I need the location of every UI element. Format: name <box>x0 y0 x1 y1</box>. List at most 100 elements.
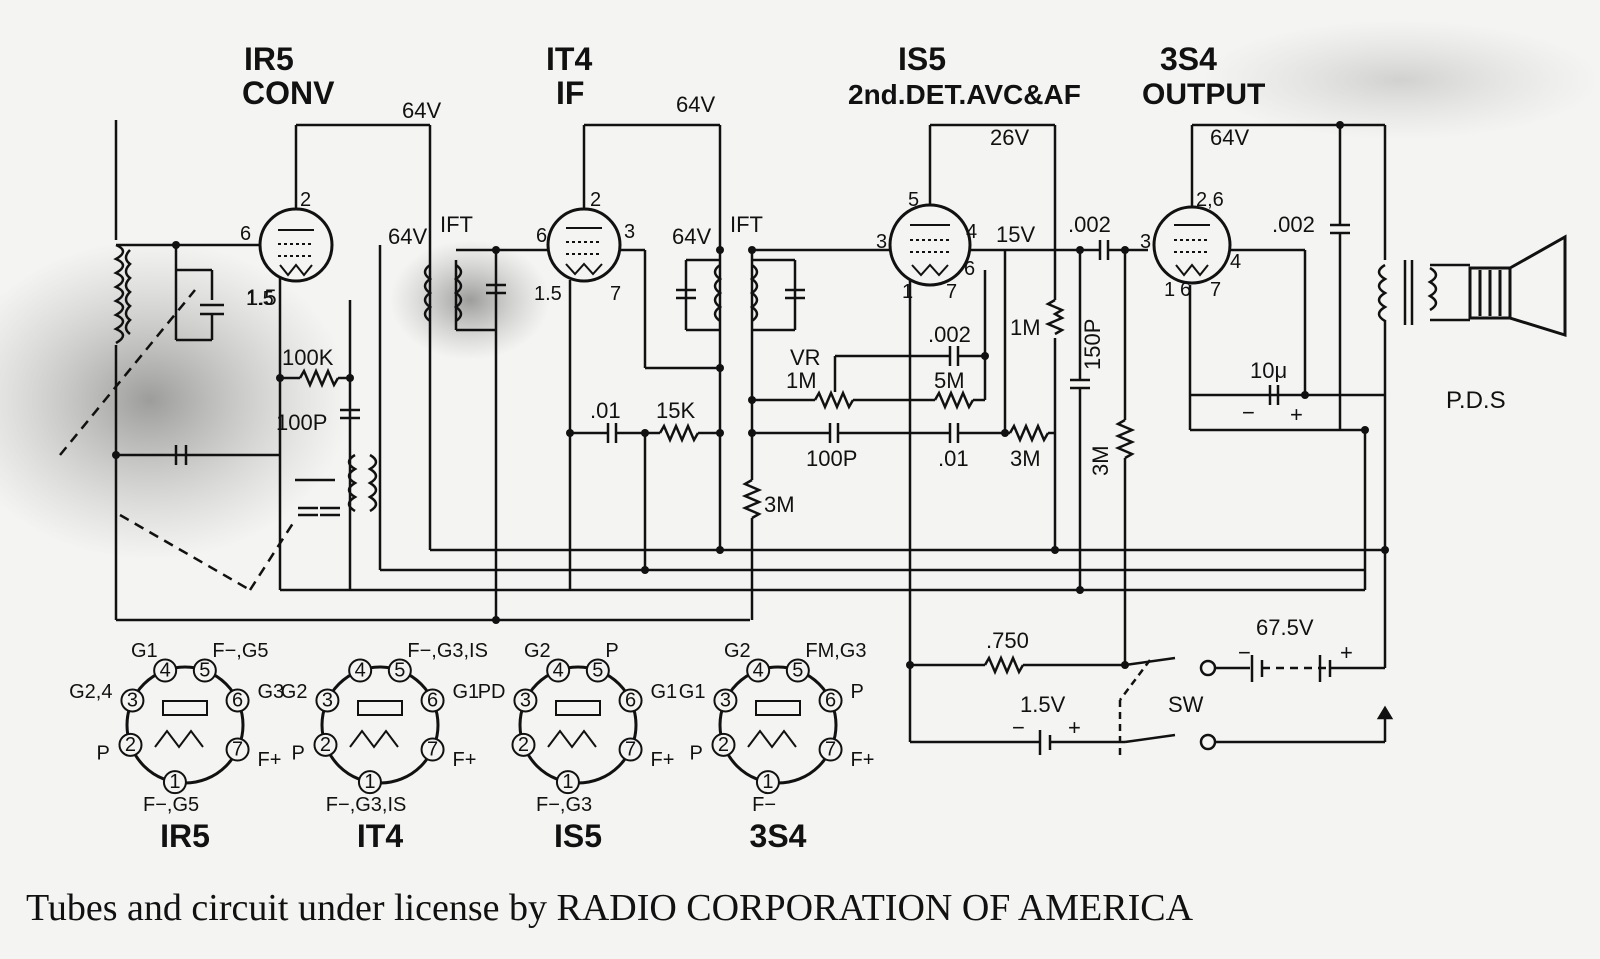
polarity-minus: − <box>1012 715 1025 740</box>
voltage-label: 15V <box>996 222 1035 247</box>
base-outline <box>718 665 838 785</box>
switch-label: SW <box>1168 692 1204 717</box>
base-pin-label: G1 <box>679 681 706 703</box>
pin-number: 6 <box>1180 279 1191 301</box>
paper-stain <box>390 240 550 360</box>
base-pin-label: G1 <box>651 681 678 703</box>
base-filament <box>154 729 204 749</box>
base-name: 3S4 <box>750 818 807 854</box>
base-pin <box>818 688 843 713</box>
base-pin-number: 2 <box>125 734 136 756</box>
base-outline <box>518 665 638 785</box>
base-pin <box>618 688 643 713</box>
base-pin-number: 5 <box>394 659 405 681</box>
license-footer: Tubes and circuit under license by RADIO… <box>26 887 1194 929</box>
base-pin <box>513 688 538 713</box>
base-pin-label: P <box>605 640 618 662</box>
tube-subtitle: OUTPUT <box>1142 78 1265 111</box>
base-pin-label: P <box>851 681 864 703</box>
ift-label: IFT <box>440 212 473 237</box>
base-pin <box>387 658 412 683</box>
base-pin <box>711 732 736 757</box>
base-pin-number: 4 <box>553 659 564 681</box>
base-pin-label: F−,G3 <box>536 794 592 816</box>
capacitor-label: 100P <box>806 446 857 471</box>
tube-3s4-symbol <box>1152 205 1232 285</box>
base-pin <box>357 770 382 795</box>
base-pin-label: F+ <box>851 749 875 771</box>
tube-electrodes <box>278 224 1210 277</box>
pin-number: 2 <box>590 189 601 211</box>
base-outline <box>320 665 440 785</box>
base-pin-number: 5 <box>199 659 210 681</box>
base-pin <box>585 658 610 683</box>
base-pin-number: 2 <box>518 734 529 756</box>
pin-number: 7 <box>946 281 957 303</box>
base-pin-label: P <box>96 742 109 764</box>
base-pin <box>225 737 250 762</box>
base-pin <box>120 688 145 713</box>
base-pin-number: 2 <box>718 734 729 756</box>
voltage-label: 64V <box>388 224 427 249</box>
speaker-icon <box>1468 234 1567 338</box>
base-pin-label: P <box>689 742 702 764</box>
base-pin-number: 7 <box>427 739 438 761</box>
tube-title: IR5 <box>244 41 294 77</box>
base-pin-label: PD <box>478 681 506 703</box>
resistor-label: 15K <box>656 398 695 423</box>
base-pin-number: 1 <box>562 771 573 793</box>
base-pin-number: 7 <box>625 739 636 761</box>
tube-subtitle: CONV <box>242 75 335 111</box>
pin-number: 1.5 <box>534 283 562 305</box>
base-name: IR5 <box>160 818 210 854</box>
base-pin-label: G2,4 <box>69 681 112 703</box>
voltage-label: 26V <box>990 125 1029 150</box>
base-outline <box>125 665 245 785</box>
tube-1s5-symbol <box>888 203 972 287</box>
base-pin-number: 6 <box>825 689 836 711</box>
base-pin <box>511 732 536 757</box>
tube-1t4-symbol <box>546 207 622 283</box>
pin-number: 3 <box>624 221 635 243</box>
tube-subtitle: 2nd.DET.AVC&AF <box>848 79 1081 110</box>
base-pin-label: G3 <box>258 681 285 703</box>
resistor-label: 1M <box>1010 315 1041 340</box>
filament-label: 1.5 <box>246 285 277 310</box>
base-pin <box>118 732 143 757</box>
base-pin-number: 1 <box>169 771 180 793</box>
base-pin-label: F−,G3,IS <box>326 794 407 816</box>
base-pin <box>755 770 780 795</box>
junctions <box>112 121 1389 669</box>
tube-title: IT4 <box>546 41 592 77</box>
base-name: IT4 <box>357 818 403 854</box>
voltage-label: 64V <box>1210 125 1249 150</box>
pin-number: 1 <box>902 281 913 303</box>
pin-number: 1 <box>1164 279 1175 301</box>
base-pin <box>555 770 580 795</box>
base-pin-number: 4 <box>753 659 764 681</box>
tube-title: 3S4 <box>1160 41 1217 77</box>
capacitor-label: 100P <box>276 410 327 435</box>
capacitor-label: .002 <box>1068 212 1111 237</box>
base-pin <box>162 770 187 795</box>
base-pin-number: 2 <box>320 734 331 756</box>
pin-number: 7 <box>1210 279 1221 301</box>
base-pin-label: G1 <box>131 640 158 662</box>
base-pin-number: 4 <box>160 659 171 681</box>
base-electrode <box>162 700 208 716</box>
base-pin <box>420 688 445 713</box>
capacitor-label: .01 <box>590 398 621 423</box>
vr-value-label: 1M <box>786 368 817 393</box>
polarity-plus: + <box>1068 715 1081 740</box>
tube-subtitle: IF <box>556 75 584 111</box>
base-pin-number: 7 <box>825 739 836 761</box>
resistor-label: 3M <box>764 492 795 517</box>
pin-number: 1.5 <box>246 288 274 310</box>
base-pin-number: 3 <box>127 689 138 711</box>
pin-number: 2 <box>300 189 311 211</box>
base-pin <box>713 688 738 713</box>
pin-number: 7 <box>610 283 621 305</box>
